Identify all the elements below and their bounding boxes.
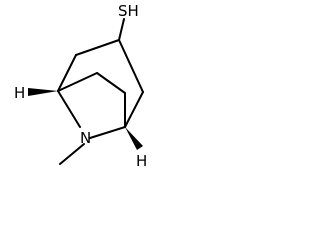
atom-label-h-right: H — [136, 152, 147, 170]
bond-c1-c6 — [57, 72, 98, 92]
molecule-structure: SH N H H — [14, 2, 147, 170]
bond-c3-c4 — [118, 39, 144, 93]
wedge-bond-left-h — [28, 88, 58, 96]
bond-c1-n — [57, 90, 81, 128]
bond-c3-s — [118, 18, 125, 41]
bond-n-methyl — [59, 143, 85, 165]
wedge-bond-right-h — [125, 127, 143, 150]
atom-label-thiol: SH — [118, 2, 139, 20]
molecule-canvas: SH N H H — [0, 0, 171, 183]
bond-c4-c5 — [124, 91, 144, 128]
bond-c6-c7 — [96, 72, 126, 94]
atom-label-h-left: H — [14, 84, 25, 102]
bond-c2-c3 — [75, 39, 120, 56]
bond-n-c5 — [89, 126, 126, 139]
atom-label-nitrogen: N — [80, 129, 91, 147]
bond-c1-c2 — [57, 54, 77, 92]
